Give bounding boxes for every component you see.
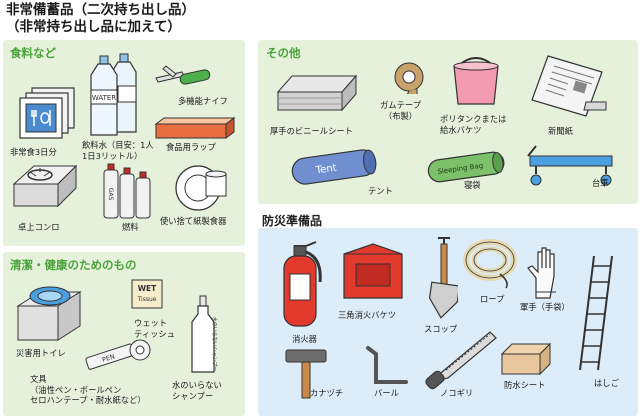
toilet-label: 災害用トイレ [16,348,66,358]
wet-tissue-illustration: WET Tissue [130,278,164,310]
waterproof-sheet-illustration [498,340,554,378]
extinguisher-label: 消火器 [292,334,317,344]
ladder-illustration [576,254,626,374]
page-title-line2: （非常持ち出し品に加えて） [6,19,181,35]
water-label-line1: 飲料水（目安：1人 [82,140,154,150]
shampoo-label-line2: シャンプー [172,390,214,401]
wet-tissue-label-line2: ティッシュ [134,328,175,339]
tank-label-line1: ポリタンクまたは [440,114,507,124]
wet-tissue-label: ウェット ティッシュ [134,318,175,339]
food-heading: 食料など [10,46,56,60]
fuel-label: 燃料 [122,222,139,232]
shampoo-label-line1: 水のいらない [172,380,222,390]
bar-illustration [362,344,410,388]
wet-tissue-text-2: Tissue [137,296,157,303]
bar-label: バール [374,388,399,398]
stove-label: 卓上コンロ [18,222,60,232]
stationery-label-line2: （油性ペン・ボールペン [30,384,122,395]
wrap-illustration [152,116,238,142]
shampoo-illustration: 水のいらないシャンプー [186,294,222,376]
tape-label-line1: ガムテープ [380,100,421,110]
shampoo-bottle-text: 水のいらないシャンプー [211,317,218,372]
newspaper-label: 新聞紙 [548,126,573,136]
stationery-label-line1: 文具 [30,374,47,384]
saw-illustration [424,328,504,392]
water-label: 飲料水（目安：1人 1日3リットル） [82,140,154,161]
bucket-illustration [340,240,406,306]
gloves-label: 軍手（手袋） [520,302,570,312]
emergency-food-label: 非常食3日分 [10,147,57,157]
tape-label-line2: （布製） [383,110,418,121]
newspaper-illustration [526,52,610,120]
stationery-illustration: PEN [82,334,154,376]
hammer-illustration [282,346,330,400]
fuel-illustration: GAS [98,162,154,220]
toilet-illustration [12,276,84,344]
wet-tissue-text-1: WET [138,284,157,293]
shovel-illustration [414,236,458,320]
shampoo-label: 水のいらない シャンプー [172,380,222,401]
cart-illustration [522,142,618,188]
tent-bag-text: Tent [314,163,337,177]
rope-label: ロープ [480,294,505,304]
cart-label: 台車 [592,178,609,188]
extinguisher-illustration [272,238,328,330]
gloves-illustration [524,244,570,300]
dishes-label: 使い捨て紙製食器 [160,216,227,226]
disaster-panel [258,228,638,416]
tape-label: ガムテープ （布製） [380,100,421,121]
page-title: 非常備蓄品（二次持ち出し品） （非常持ち出し品に加えて） [6,2,195,36]
wet-tissue-label-line1: ウェット [134,318,168,328]
page-title-line1: 非常備蓄品（二次持ち出し品） [6,2,195,18]
tape-illustration [392,60,426,94]
wrap-label: 食品用ラップ [166,142,216,152]
hammer-label: カナヅチ [310,388,344,398]
disaster-heading: 防災準備品 [262,214,323,228]
dishes-illustration [174,160,234,214]
tent-label: テント [368,186,393,196]
tank-label: ポリタンクまたは 給水バケツ [440,114,506,135]
ladder-label: はしご [594,378,619,388]
tank-label-line2: 給水バケツ [440,124,482,135]
stove-illustration [10,162,80,214]
knife-label: 多機能ナイフ [178,96,228,106]
pen-text: PEN [101,352,116,364]
hygiene-heading: 清潔・健康のためのもの [10,258,137,272]
water-bottles-illustration: WATER [88,50,148,138]
emergency-food-illustration [14,86,78,142]
sleeping-bag-label: 寝袋 [464,180,481,190]
bucket-label: 三角消火バケツ [338,310,397,320]
water-label-line2: 1日3リットル） [82,150,143,161]
saw-label: ノコギリ [440,388,474,398]
water-bottle-text: WATER [92,94,116,102]
sleeping-bag-illustration: Sleeping Bag [424,148,508,184]
stationery-label: 文具 （油性ペン・ボールペン セロハンテープ・耐水紙など） [30,374,146,406]
fuel-can-text: GAS [107,188,114,201]
shovel-label: スコップ [424,324,458,334]
knife-illustration [152,58,212,94]
sheet-illustration [274,72,362,116]
tank-illustration [448,50,504,108]
other-heading: その他 [266,46,301,60]
waterproof-sheet-label: 防水シート [504,380,546,390]
sheet-label: 厚手のビニールシート [270,126,353,136]
stationery-label-line3: セロハンテープ・耐水紙など） [30,395,146,405]
rope-illustration [460,234,520,290]
tent-illustration: Tent [286,146,382,188]
